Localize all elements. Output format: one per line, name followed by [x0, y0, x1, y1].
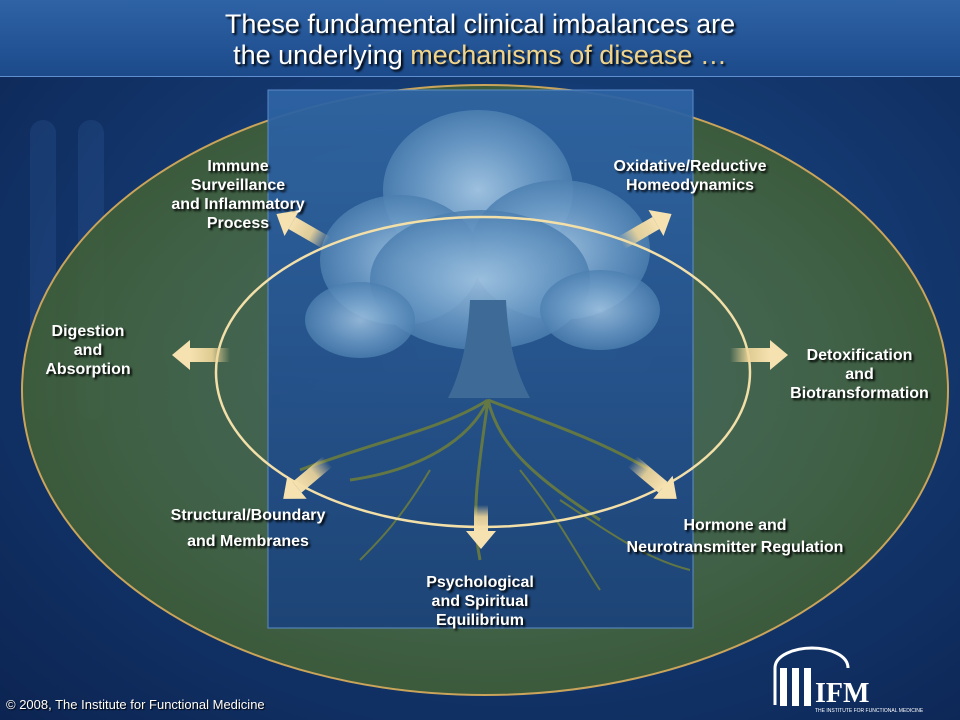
node-psychological-line: Psychological: [426, 574, 534, 591]
node-hormone: Hormone and Neurotransmitter Regulation: [600, 515, 870, 559]
node-immune-line: and Inflammatory: [171, 196, 305, 213]
title-line-2-accent: mechanisms of disease …: [410, 40, 727, 70]
node-immune-line: Process: [206, 215, 270, 232]
arrow-structural: [283, 456, 333, 499]
node-digestion-line: Digestion: [51, 323, 125, 340]
tree-trunk: [448, 300, 530, 398]
arrow-detox: [730, 340, 788, 370]
node-hormone-line: Neurotransmitter Regulation: [626, 539, 844, 556]
title-line-2-prefix: the underlying: [233, 40, 411, 70]
ifm-logo: IFM THE INSTITUTE FOR FUNCTIONAL MEDICIN…: [773, 646, 924, 714]
node-digestion: Digestion and Absorption: [28, 322, 148, 379]
node-immune-line: Surveillance: [190, 177, 286, 194]
logo-subtitle: THE INSTITUTE FOR FUNCTIONAL MEDICINE: [815, 708, 924, 714]
node-detox-line: Biotransformation: [790, 385, 929, 402]
node-psychological-line: and Spiritual: [431, 593, 529, 610]
node-structural-line: Structural/Boundary: [170, 507, 326, 524]
node-structural-line: and Membranes: [187, 533, 309, 550]
arrow-hormone: [627, 456, 677, 499]
title-line-1: These fundamental clinical imbalances ar…: [224, 9, 736, 39]
title-line-2: the underlying mechanisms of disease …: [0, 40, 960, 71]
title-bar: These fundamental clinical imbalances ar…: [0, 0, 960, 77]
node-detox-line: and: [845, 366, 874, 383]
tree-roots: [299, 398, 691, 591]
arrow-oxidative: [617, 210, 672, 250]
node-oxidative: Oxidative/Reductive Homeodynamics: [595, 157, 785, 195]
node-digestion-line: Absorption: [45, 361, 131, 378]
node-oxidative-line: Homeodynamics: [625, 177, 755, 194]
node-psychological: Psychological and Spiritual Equilibrium: [405, 573, 555, 630]
arrow-immune: [276, 210, 331, 250]
tree-canopy: [305, 110, 660, 358]
node-detox-line: Detoxification: [806, 347, 913, 364]
copyright-text: © 2008, The Institute for Functional Med…: [6, 697, 265, 712]
node-detox: Detoxification and Biotransformation: [782, 346, 937, 403]
logo-text: IFM: [815, 678, 869, 709]
arrow-digestion: [172, 340, 230, 370]
node-digestion-line: and: [73, 342, 103, 359]
node-hormone-line: Hormone and: [683, 517, 787, 534]
node-psychological-line: Equilibrium: [436, 612, 524, 629]
node-structural: Structural/Boundary and Membranes: [158, 503, 338, 555]
arrow-psychological: [466, 505, 496, 549]
node-immune: Immune Surveillance and Inflammatory Pro…: [158, 157, 318, 233]
node-immune-line: Immune: [207, 158, 269, 175]
node-oxidative-line: Oxidative/Reductive: [613, 158, 767, 175]
